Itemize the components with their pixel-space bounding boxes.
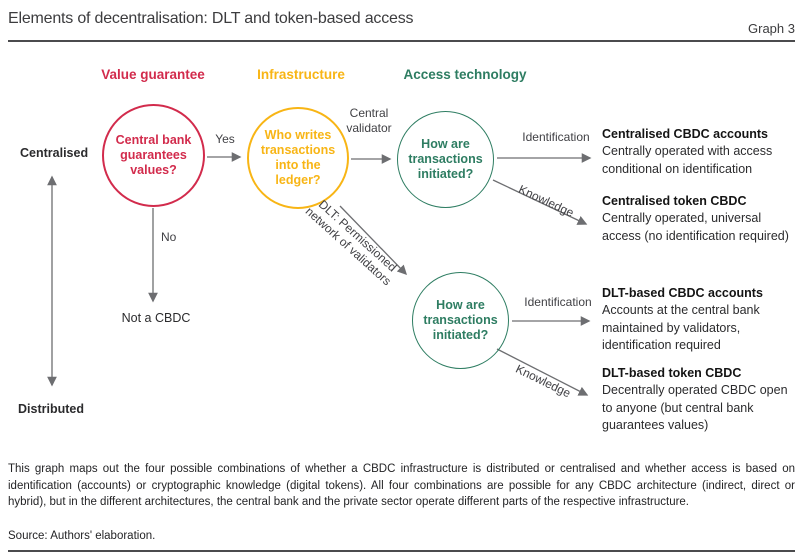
outcome-dlt-based-cbdc-accounts: DLT-based CBDC accounts Accounts at the … [602,285,795,355]
title-divider [8,40,795,42]
node-access-top: How are transactions initiated? [397,111,494,208]
outcome-description: Centrally operated with access condition… [602,144,773,176]
outcome-centralised-cbdc-accounts: Centralised CBDC accounts Centrally oper… [602,126,795,178]
bottom-divider [8,550,795,552]
outcome-description: Accounts at the central bank maintained … [602,303,760,352]
node-value-guarantee: Central bank guarantees values? [102,104,205,207]
terminal-not-a-cbdc: Not a CBDC [121,311,191,325]
outcome-description: Decentrally operated CBDC open to anyone… [602,383,788,432]
axis-label-centralised: Centralised [20,146,89,160]
page-title: Elements of decentralisation: DLT and to… [8,10,414,27]
node-access-bottom: How are transactions initiated? [412,272,509,369]
edge-label-identification-top: Identification [522,130,590,144]
node-infrastructure: Who writes transactions into the ledger? [247,107,349,209]
outcome-title: Centralised token CBDC [602,194,747,208]
outcome-centralised-token-cbdc: Centralised token CBDC Centrally operate… [602,193,795,245]
graph-number-label: Graph 3 [748,21,795,36]
edge-label-knowledge-top: Knowledge [516,182,577,220]
column-header-value-guarantee: Value guarantee [101,67,205,82]
outcome-dlt-based-token-cbdc: DLT-based token CBDC Decentrally operate… [602,365,795,435]
edge-label-yes: Yes [215,132,235,146]
axis-label-distributed: Distributed [18,402,84,416]
edge-label-dlt-permissioned: DLT: Permissioned network of validators [302,197,400,289]
edge-label-knowledge-bottom: Knowledge [513,361,573,401]
edge-label-identification-bottom: Identification [524,295,592,309]
edge-label-no: No [161,230,177,244]
source-note: Source: Authors' elaboration. [8,530,156,542]
outcome-title: Centralised CBDC accounts [602,127,769,141]
column-header-access-technology: Access technology [403,67,527,82]
column-header-infrastructure: Infrastructure [257,67,345,82]
outcome-title: DLT-based token CBDC [602,366,742,380]
figure-footnote: This graph maps out the four possible co… [8,463,795,508]
outcome-description: Centrally operated, universal access (no… [602,211,789,243]
edge-label-central-validator: Central validator [346,106,392,135]
outcome-title: DLT-based CBDC accounts [602,286,763,300]
